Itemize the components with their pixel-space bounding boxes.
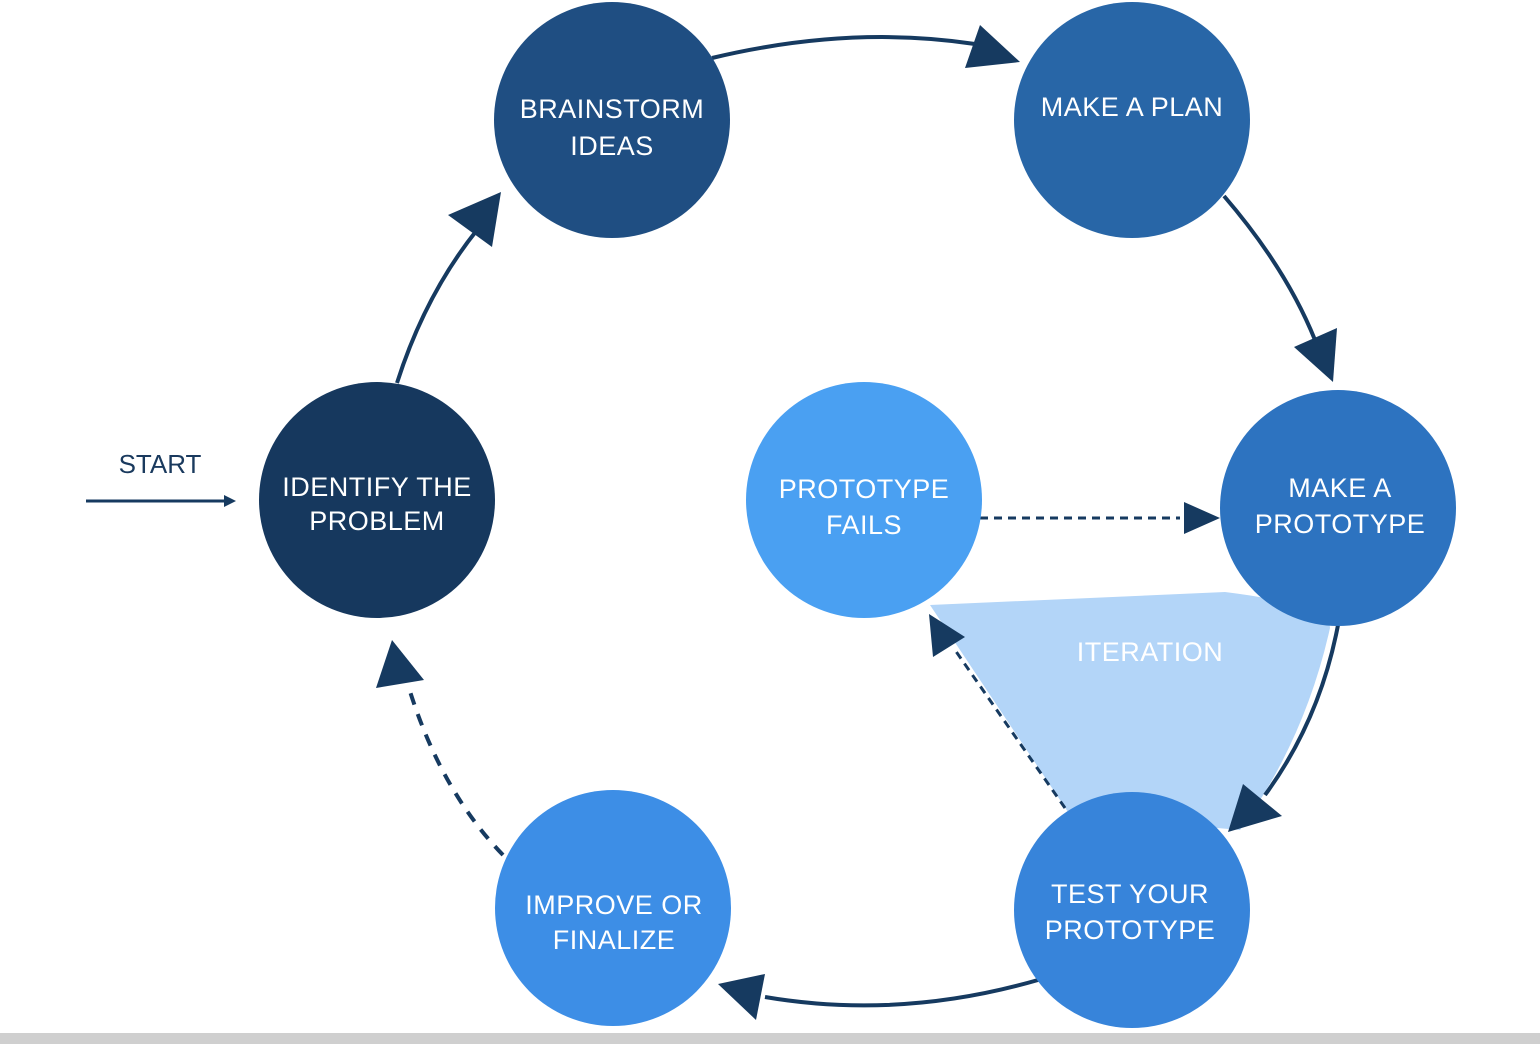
node-label-line1: TEST YOUR <box>1051 879 1209 909</box>
node-label-line1: IMPROVE OR <box>525 890 703 920</box>
node-label-line1: MAKE A PLAN <box>1041 92 1224 122</box>
node-circle <box>1220 390 1456 626</box>
node-label-line2: FAILS <box>826 510 902 540</box>
node-label-line2: PROBLEM <box>309 506 445 536</box>
node-label-line1: MAKE A <box>1288 473 1392 503</box>
node-label-line1: PROTOTYPE <box>779 474 950 504</box>
arrow-improve-to-identify <box>376 640 505 857</box>
arrow-brainstorm-to-plan <box>711 25 1020 68</box>
node-improve-or-finalize: IMPROVE OR FINALIZE <box>495 790 731 1026</box>
node-label-line2: FINALIZE <box>553 925 676 955</box>
node-circle <box>1014 2 1250 238</box>
node-make-a-prototype: MAKE A PROTOTYPE <box>1220 390 1456 626</box>
node-circle <box>259 382 495 618</box>
node-label-line2: IDEAS <box>570 131 654 161</box>
node-label-line1: IDENTIFY THE <box>282 472 472 502</box>
arrow-fails-to-make-prototype <box>980 502 1220 534</box>
bottom-scroll-bar <box>0 1033 1540 1044</box>
arrow-make-prototype-to-test <box>1228 624 1340 832</box>
node-circle <box>746 382 982 618</box>
node-test-your-prototype: TEST YOUR PROTOTYPE <box>1014 792 1250 1028</box>
iteration-label: ITERATION <box>1077 637 1224 667</box>
arrow-identify-to-brainstorm <box>395 192 501 384</box>
iteration-region <box>930 592 1330 830</box>
node-circle <box>1014 792 1250 1028</box>
node-label-line1: BRAINSTORM <box>520 94 705 124</box>
start-label: START <box>119 449 202 479</box>
arrow-test-to-improve <box>718 974 1039 1020</box>
start-arrow <box>86 495 236 507</box>
node-circle <box>495 790 731 1026</box>
node-make-a-plan: MAKE A PLAN <box>1014 2 1250 238</box>
node-label-line2: PROTOTYPE <box>1255 509 1426 539</box>
node-label-line2: PROTOTYPE <box>1045 915 1216 945</box>
arrow-plan-to-make-prototype <box>1222 194 1337 382</box>
node-identify-the-problem: IDENTIFY THE PROBLEM <box>259 382 495 618</box>
node-prototype-fails: PROTOTYPE FAILS <box>746 382 982 618</box>
node-circle <box>494 2 730 238</box>
arrow-test-to-fails <box>929 614 1067 809</box>
node-brainstorm-ideas: BRAINSTORM IDEAS <box>494 2 730 238</box>
